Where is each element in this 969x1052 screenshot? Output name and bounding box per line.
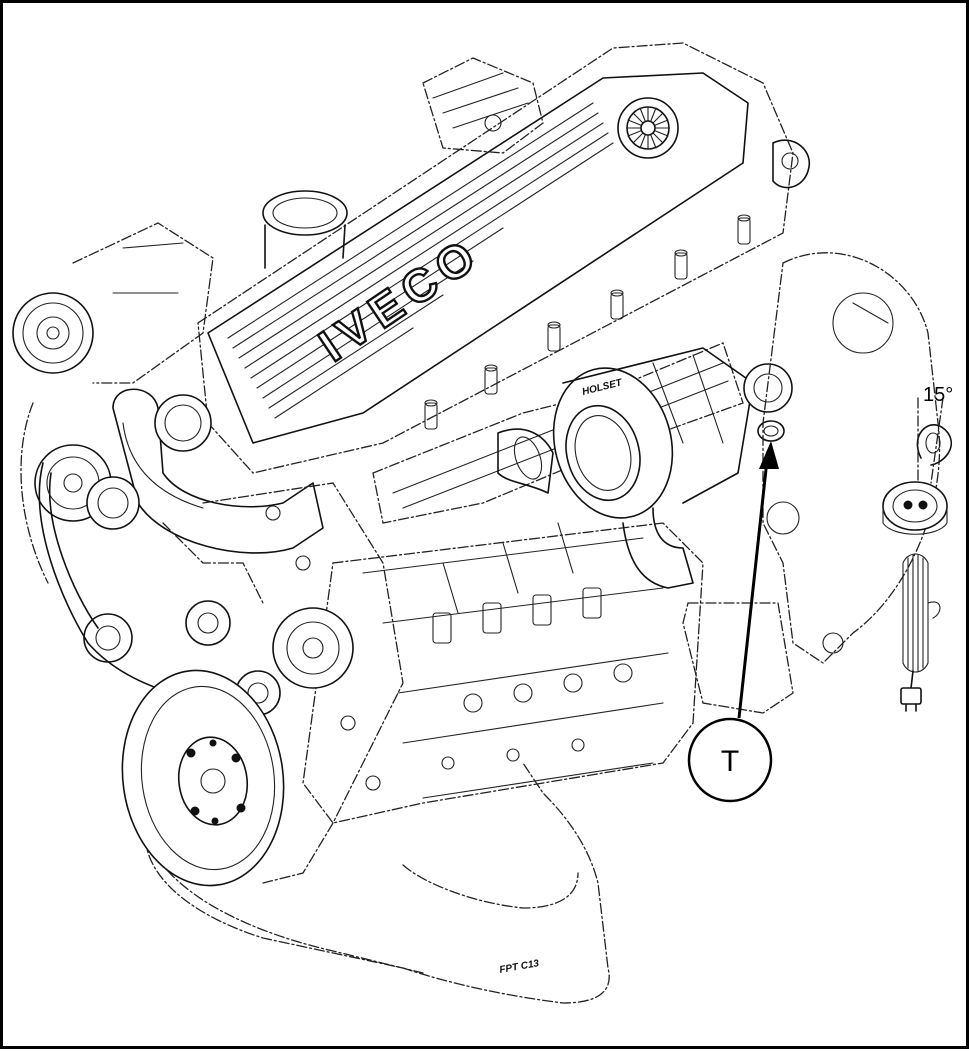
front-cover — [162, 482, 404, 884]
turbocharger: HOLSET — [497, 347, 793, 589]
callout-T: T — [687, 441, 779, 803]
vibration-damper — [121, 669, 285, 887]
heater-cord-coil — [902, 553, 941, 673]
engine-block — [302, 522, 704, 824]
valve-cover: IVECO — [197, 42, 794, 474]
coolant-heater-port — [757, 420, 785, 442]
block-heater — [882, 424, 953, 712]
engine-logo: IVECO — [310, 226, 491, 372]
top-rear-components — [262, 57, 811, 269]
callout-label: T — [721, 745, 739, 778]
flywheel-housing — [682, 252, 941, 714]
charge-air-tube — [112, 388, 324, 554]
angle-annotation: 15° — [917, 384, 953, 484]
oil-filler-cap — [617, 97, 679, 159]
oil-pan-mark: FPT C13 — [499, 958, 541, 976]
exhaust-manifold — [372, 342, 744, 614]
valve-cover-fins — [227, 102, 614, 419]
callout-circle — [687, 717, 773, 803]
injector-studs — [424, 214, 751, 430]
ac-compressor — [12, 222, 214, 384]
engine-illustration: FPT C13 — [12, 42, 953, 1004]
angle-label: 15° — [923, 384, 953, 406]
front-pulleys — [20, 402, 354, 716]
callout-arrowhead — [759, 441, 779, 469]
